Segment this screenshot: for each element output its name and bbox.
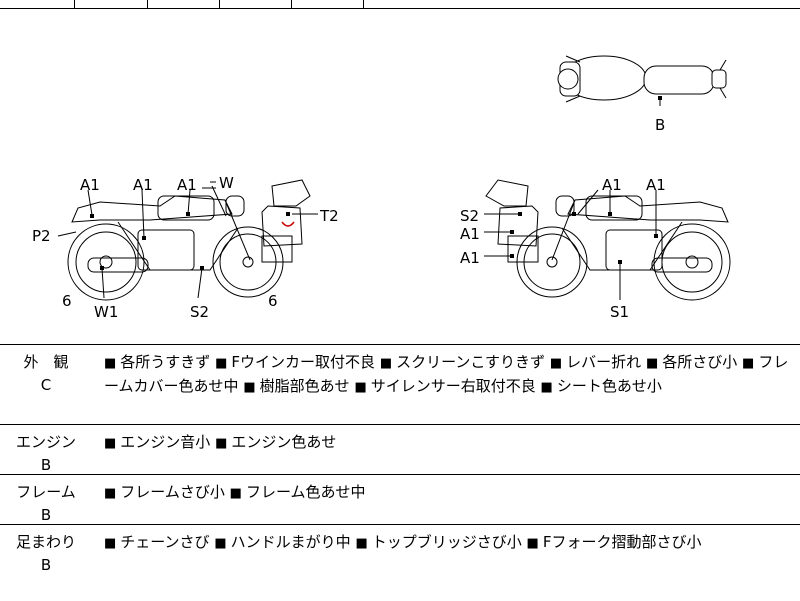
header-cell bbox=[0, 0, 75, 8]
defect-item: ■Fフォーク摺動部さび小 bbox=[526, 533, 702, 551]
category-name: エンジン bbox=[15, 433, 76, 451]
damage-diagram: B A1 A1 A1 W P2 T2 6 6 W1 S2 S2 A1 A1 A1… bbox=[0, 9, 800, 344]
defect-list: ■チェーンさび ■ハンドルまがり中 ■トップブリッジさび小 ■Fフォーク摺動部さ… bbox=[104, 531, 789, 555]
label-a1: A1 bbox=[177, 176, 197, 194]
defect-list: ■各所うすきず ■Fウインカー取付不良 ■スクリーンこすりきず ■レバー折れ ■… bbox=[104, 351, 789, 399]
label-s2: S2 bbox=[460, 207, 479, 225]
defect-item: ■サイレンサー右取付不良 bbox=[354, 377, 536, 395]
defect-item: ■樹脂部色あせ bbox=[243, 377, 350, 395]
bullet-square-icon: ■ bbox=[549, 356, 563, 371]
header-cell bbox=[148, 0, 220, 8]
bullet-square-icon: ■ bbox=[355, 536, 368, 551]
defect-item: ■エンジン色あせ bbox=[215, 433, 337, 451]
defect-item: ■レバー折れ bbox=[549, 353, 642, 371]
category-grade: C bbox=[40, 376, 52, 394]
top-view-bike bbox=[557, 55, 727, 106]
section-engine: エンジン B ■エンジン音小 ■エンジン色あせ bbox=[0, 424, 800, 475]
bullet-square-icon: ■ bbox=[379, 356, 393, 371]
label-6: 6 bbox=[268, 292, 278, 310]
defect-item: ■フレーム色あせ中 bbox=[229, 483, 366, 501]
bullet-square-icon: ■ bbox=[214, 536, 227, 551]
defect-item: ■トップブリッジさび小 bbox=[355, 533, 522, 551]
defect-item: ■シート色あせ小 bbox=[540, 377, 662, 395]
defect-item: ■各所うすきず bbox=[104, 353, 211, 371]
defect-list: ■フレームさび小 ■フレーム色あせ中 bbox=[104, 481, 789, 505]
category-name: 足まわり bbox=[15, 533, 76, 551]
defect-item: ■ハンドルまがり中 bbox=[214, 533, 351, 551]
label-s1: S1 bbox=[610, 303, 629, 321]
top-label-b: B bbox=[655, 116, 665, 134]
category-grade: B bbox=[40, 506, 52, 524]
bullet-square-icon: ■ bbox=[742, 356, 755, 371]
section-suspension: 足まわり B ■チェーンさび ■ハンドルまがり中 ■トップブリッジさび小 ■Fフ… bbox=[0, 524, 800, 601]
category-name: フレーム bbox=[16, 483, 76, 501]
category-grade: B bbox=[40, 456, 52, 474]
bullet-square-icon: ■ bbox=[354, 380, 367, 395]
defect-item: ■フレームさび小 bbox=[104, 483, 225, 501]
bullet-square-icon: ■ bbox=[243, 380, 256, 395]
header-strip bbox=[0, 0, 800, 8]
bullet-square-icon: ■ bbox=[215, 436, 228, 451]
bullet-square-icon: ■ bbox=[526, 536, 539, 551]
left-side-bike bbox=[67, 179, 311, 301]
right-side-bike bbox=[485, 179, 731, 301]
label-t2: T2 bbox=[319, 207, 339, 225]
bullet-square-icon: ■ bbox=[104, 356, 117, 371]
section-exterior: 外 観 C ■各所うすきず ■Fウインカー取付不良 ■スクリーンこすりきず ■レ… bbox=[0, 344, 800, 425]
header-cell bbox=[292, 0, 364, 8]
header-cell bbox=[220, 0, 292, 8]
defect-list: ■エンジン音小 ■エンジン色あせ bbox=[104, 431, 789, 455]
section-category: フレーム B bbox=[0, 481, 92, 526]
defect-item: ■Fウインカー取付不良 bbox=[215, 353, 376, 371]
label-s2: S2 bbox=[190, 303, 209, 321]
label-a1: A1 bbox=[602, 176, 622, 194]
label-w: W bbox=[219, 174, 234, 192]
section-category: 外 観 C bbox=[0, 351, 92, 396]
defect-item: ■フレームカバー色あせ中 bbox=[104, 353, 789, 395]
bullet-square-icon: ■ bbox=[540, 380, 553, 395]
section-frame: フレーム B ■フレームさび小 ■フレーム色あせ中 bbox=[0, 474, 800, 525]
bullet-square-icon: ■ bbox=[645, 356, 659, 371]
bullet-square-icon: ■ bbox=[104, 436, 117, 451]
section-category: エンジン B bbox=[0, 431, 92, 476]
label-a1: A1 bbox=[133, 176, 153, 194]
defect-item: ■各所さび小 bbox=[645, 353, 738, 371]
bullet-square-icon: ■ bbox=[229, 486, 242, 501]
bullet-square-icon: ■ bbox=[104, 486, 117, 501]
label-6: 6 bbox=[62, 292, 72, 310]
label-w1: W1 bbox=[94, 303, 118, 321]
defect-item: ■スクリーンこすりきず bbox=[379, 353, 546, 371]
bullet-square-icon: ■ bbox=[215, 356, 228, 371]
label-a1: A1 bbox=[460, 225, 480, 243]
defect-item: ■エンジン音小 bbox=[104, 433, 211, 451]
header-cell bbox=[75, 0, 148, 8]
category-name: 外 観 bbox=[23, 353, 69, 371]
defect-item: ■チェーンさび bbox=[104, 533, 210, 551]
label-a1: A1 bbox=[80, 176, 100, 194]
header-divider bbox=[0, 8, 800, 9]
label-p2: P2 bbox=[32, 227, 51, 245]
section-category: 足まわり B bbox=[0, 531, 92, 576]
category-grade: B bbox=[40, 556, 52, 574]
label-a1: A1 bbox=[460, 249, 480, 267]
motorcycle-diagram-svg: B A1 A1 A1 W P2 T2 6 6 W1 S2 S2 A1 A1 A1… bbox=[32, 55, 731, 321]
bullet-square-icon: ■ bbox=[104, 536, 117, 551]
label-a1: A1 bbox=[646, 176, 666, 194]
